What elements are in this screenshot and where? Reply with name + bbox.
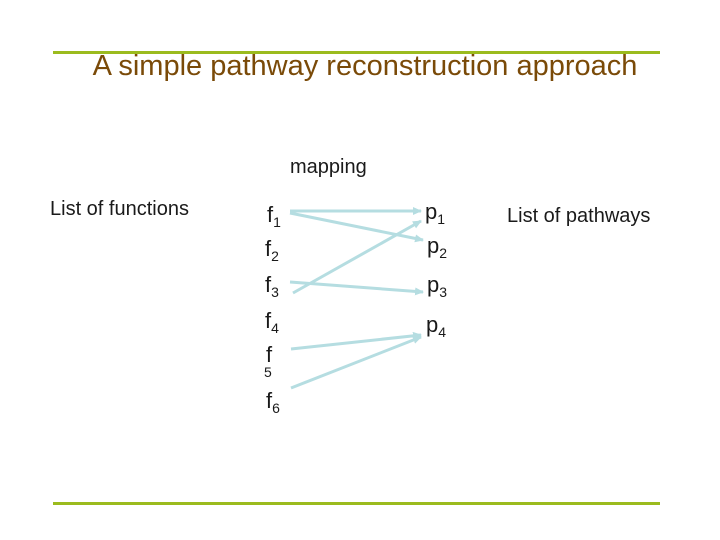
function-subscript: 6 xyxy=(272,400,280,416)
pathway-subscript: 1 xyxy=(437,211,446,227)
pathway-subscript: 4 xyxy=(438,324,447,340)
pathway-node-p2: p2 xyxy=(427,233,448,261)
function-letter: f xyxy=(265,236,272,261)
function-node-f4: f4 xyxy=(265,308,279,336)
function-letter: f xyxy=(266,342,273,367)
function-letter: f xyxy=(265,272,272,297)
edge-f3-p1 xyxy=(292,219,422,295)
function-letter: f xyxy=(267,202,274,227)
list-of-pathways-label: List of pathways xyxy=(507,205,651,227)
function-node-f2: f2 xyxy=(265,236,279,264)
pathway-subscript: 3 xyxy=(439,284,448,300)
top-rule xyxy=(53,51,660,54)
edge-f6-p4 xyxy=(290,335,422,390)
function-node-f6: f6 xyxy=(266,388,280,416)
pathway-subscript: 2 xyxy=(439,245,448,261)
pathway-letter: p xyxy=(427,272,440,297)
bottom-rule xyxy=(53,502,660,505)
function-subscript: 5 xyxy=(264,364,272,380)
pathway-node-p4: p4 xyxy=(426,312,447,340)
list-of-functions-label: List of functions xyxy=(50,198,189,220)
pathway-node-p1: p1 xyxy=(425,199,446,227)
pathway-letter: p xyxy=(427,233,440,258)
edge-f1-p2 xyxy=(289,211,424,243)
edge-f5-p4 xyxy=(290,331,422,351)
function-letter: f xyxy=(265,308,272,333)
mapping-label: mapping xyxy=(290,156,367,178)
function-node-f3: f3 xyxy=(265,272,279,300)
slide-title: A simple pathway reconstruction approach xyxy=(92,50,638,82)
function-letter: f xyxy=(266,388,273,413)
function-subscript: 3 xyxy=(271,284,279,300)
function-node-f1: f1 xyxy=(267,202,281,230)
function-subscript: 4 xyxy=(271,320,279,336)
pathway-node-p3: p3 xyxy=(427,272,448,300)
pathway-letter: p xyxy=(425,199,438,224)
pathway-letter: p xyxy=(426,312,439,337)
function-subscript: 2 xyxy=(271,248,279,264)
function-subscript: 1 xyxy=(273,214,281,230)
